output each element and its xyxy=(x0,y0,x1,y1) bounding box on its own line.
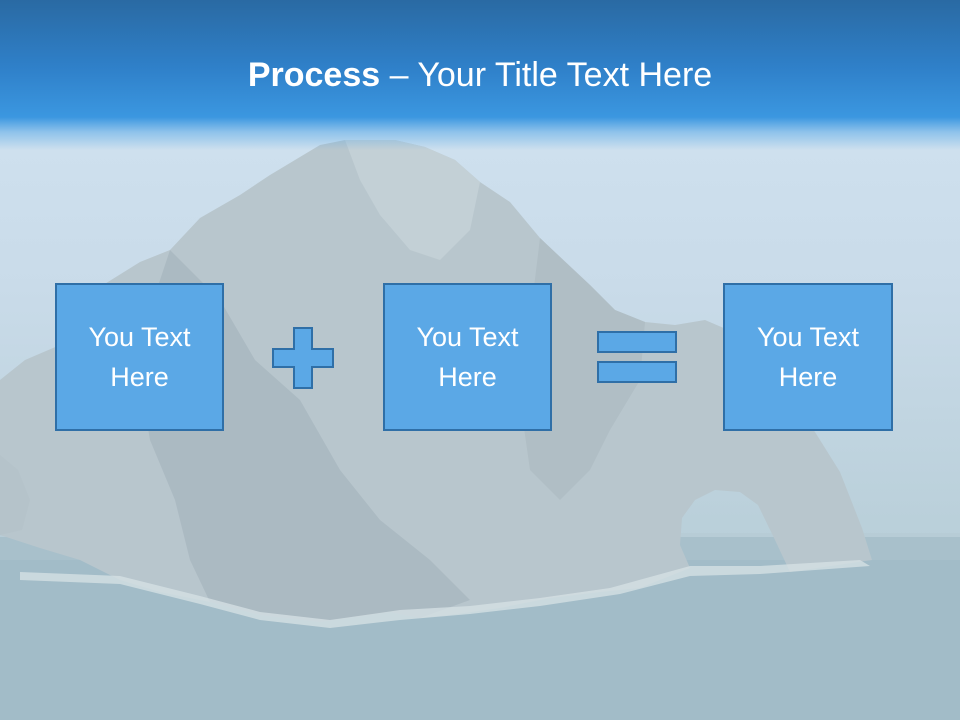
title-rest: – Your Title Text Here xyxy=(380,56,713,94)
plus-icon xyxy=(272,327,334,389)
process-box-3[interactable]: You Text Here xyxy=(723,283,893,431)
process-box-text: You Text Here xyxy=(88,322,191,392)
process-box-2[interactable]: You Text Here xyxy=(383,283,552,431)
process-box-1[interactable]: You Text Here xyxy=(55,283,224,431)
title-bar xyxy=(0,0,960,150)
process-box-text: You Text Here xyxy=(416,322,519,392)
process-box-text: You Text Here xyxy=(756,322,860,392)
slide-title[interactable]: Process – Your Title Text Here xyxy=(0,52,960,98)
title-bold-word: Process xyxy=(247,56,381,94)
equals-icon xyxy=(597,331,677,383)
